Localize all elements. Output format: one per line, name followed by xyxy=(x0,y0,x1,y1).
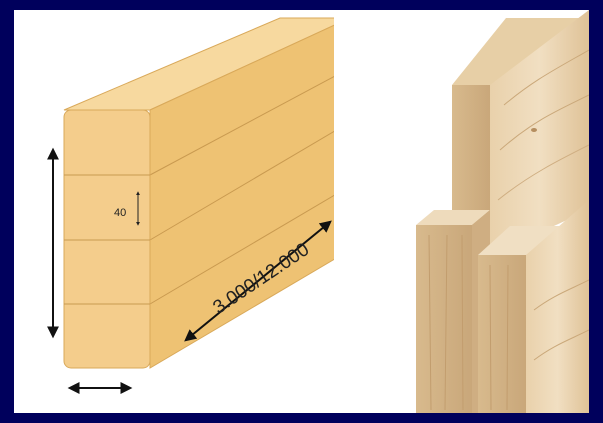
image-panel: 40 3.000/12.000 xyxy=(14,10,589,413)
beam-front-left xyxy=(416,210,490,413)
side-lamella-line xyxy=(149,75,334,176)
beam-front-right xyxy=(478,200,589,413)
length-arrow xyxy=(184,220,332,342)
beam-back xyxy=(452,10,589,255)
glulam-beam-diagram xyxy=(47,17,334,394)
side-lamella-line xyxy=(149,130,334,241)
lamella-thickness-label: 40 xyxy=(114,207,127,219)
beam-end-face xyxy=(63,109,151,369)
